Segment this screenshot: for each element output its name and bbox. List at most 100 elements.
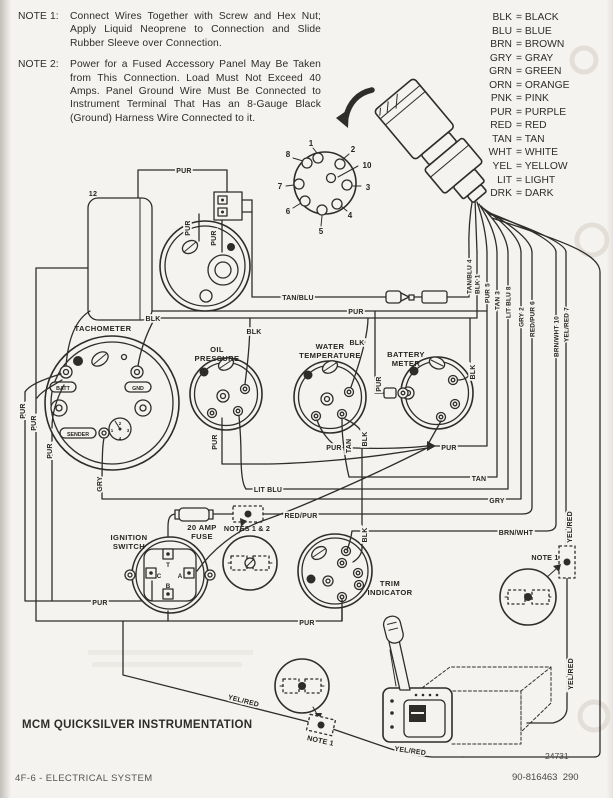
legend-row: WHT= WHITE xyxy=(488,147,559,159)
ignition-terminal-t: T xyxy=(166,562,170,569)
water-title: WATER xyxy=(316,342,345,351)
tachometer-title: TACHOMETER xyxy=(74,324,131,333)
page-caption: MCM QUICKSILVER INSTRUMENTATION xyxy=(22,719,253,731)
battery-title: BATTERY xyxy=(387,350,425,359)
ignition-title2: SWITCH xyxy=(113,542,145,551)
wire-label: PUR xyxy=(176,168,191,175)
oil-title: OIL xyxy=(210,345,224,354)
wire-label: PUR xyxy=(20,403,27,418)
dial-number: 4 xyxy=(119,436,122,441)
legend-row: BLK= BLACK xyxy=(492,12,559,23)
scan-artifacts xyxy=(88,45,611,733)
wire-label: PUR xyxy=(211,230,218,245)
connector-pinout xyxy=(285,147,362,227)
wire-label: PUR xyxy=(92,600,107,607)
sender-terminal-label: SENDER xyxy=(67,432,89,438)
item-number: 12 xyxy=(89,189,97,198)
ignition-terminal-a: A xyxy=(178,573,183,580)
notes-1-2-callout: NOTES 1 & 2 xyxy=(224,524,270,533)
footer-page-id: 4F-6 - ELECTRICAL SYSTEM xyxy=(15,773,153,784)
legend-row: PUR= PURPLE xyxy=(490,106,567,118)
trim-title: TRIM xyxy=(380,579,400,588)
wire-label: YEL/RED xyxy=(227,694,260,708)
legend-row: PNK= PINK xyxy=(490,93,549,105)
oil-pressure-gauge xyxy=(189,357,263,431)
harness-wire-label: BRN/WHT 10 xyxy=(554,316,561,357)
dial-number: 2 xyxy=(119,421,122,426)
gnd-terminal-label: GND xyxy=(132,386,144,392)
dial-number: 1 xyxy=(111,428,114,433)
wire-label: PUR xyxy=(212,434,219,449)
figure-number: 24731 xyxy=(545,751,569,761)
wire-color-legend: BLK= BLACK BLU= BLUE BRN= BROWN GRY= GRA… xyxy=(481,11,570,201)
wire-label: GRY xyxy=(489,498,505,505)
pin-number: 2 xyxy=(351,145,356,154)
dash-cutout xyxy=(417,666,552,745)
battery-meter-gauge xyxy=(383,356,474,430)
pin-number: 4 xyxy=(348,211,353,220)
pin-number: 10 xyxy=(363,161,372,170)
footer-doc-number: 90-816463 290 xyxy=(512,772,579,783)
note1-connector-right xyxy=(545,545,576,579)
wire-label: PUR xyxy=(31,415,38,430)
wire-label: GRY xyxy=(97,476,104,492)
wire-label: PUR xyxy=(326,445,341,452)
wire-label: LIT BLU xyxy=(254,487,282,494)
wire-label: TAN/BLU xyxy=(282,295,314,302)
remote-control xyxy=(382,615,453,743)
wire-label: BLK xyxy=(146,316,161,323)
wire-label: BLK xyxy=(470,365,477,380)
detail-circle-bottom xyxy=(274,658,330,721)
fuse-label: 20 AMP xyxy=(187,523,217,532)
wire-label: BLK xyxy=(350,340,365,347)
batt-terminal-label: BATT xyxy=(56,386,70,392)
wire-label: PUR xyxy=(47,443,54,458)
trim-title2: INDICATOR xyxy=(367,588,412,597)
legend-row: BRN= BROWN xyxy=(490,39,565,51)
legend-row: TAN= TAN xyxy=(492,133,545,145)
legend-row: GRN= GREEN xyxy=(489,66,562,78)
ignition-terminal-c: C xyxy=(157,573,162,580)
wire-label: YEL/RED xyxy=(567,511,574,543)
wire-label: BRN/WHT xyxy=(499,530,534,537)
wire-label: TAN xyxy=(346,439,353,453)
legend-row: YEL= YELLOW xyxy=(492,161,568,173)
legend-row: LIT= LIGHT xyxy=(497,174,556,186)
pin-number: 1 xyxy=(309,139,314,148)
ignition-terminal-b: B xyxy=(166,583,171,590)
harness-wire-label: PUR 5 xyxy=(485,283,492,303)
wire-label: PUR xyxy=(441,445,456,452)
detail-circle-fuse xyxy=(222,535,278,591)
note-1-text: Connect Wires Together with Screw and He… xyxy=(70,11,321,49)
legend-row: BLU= BLUE xyxy=(491,25,552,37)
legend-row: DRK= DARK xyxy=(490,188,554,200)
wire-label: BLK xyxy=(362,432,369,447)
harness-plug xyxy=(374,78,487,203)
orientation-arrow-icon xyxy=(336,87,375,128)
harness-wire-label: RED/PUR 6 xyxy=(530,301,537,337)
pin-number: 3 xyxy=(366,183,371,192)
water-temperature-gauge xyxy=(293,360,367,434)
wire-label: TAN xyxy=(472,476,486,483)
feeder-wires xyxy=(24,213,471,622)
fuse-label2: FUSE xyxy=(191,532,213,541)
pin-number: 7 xyxy=(278,182,283,191)
note-1: NOTE 1: Connect Wires Together with Scre… xyxy=(18,10,321,50)
harness-wire-label: TAN/BLU 4 xyxy=(467,259,474,294)
legend-row: GRY= GRAY xyxy=(489,52,554,64)
harness-wire-label: TAN 3 xyxy=(495,291,502,310)
wire-label: PUR xyxy=(348,309,363,316)
harness-wire-label: GRY 2 xyxy=(519,307,526,327)
legend-row: RED= RED xyxy=(490,120,547,132)
note-1-callout-right: NOTE 1 xyxy=(531,553,558,562)
pin-number: 6 xyxy=(286,207,291,216)
harness-wire-label: YEL/RED 7 xyxy=(564,307,571,342)
note-1-label: NOTE 1: xyxy=(18,11,59,22)
oil-title2: PRESSURE xyxy=(195,354,240,363)
wire-label: PUR xyxy=(185,220,192,235)
wire-label: YEL/RED xyxy=(568,658,575,690)
dial-number: 3 xyxy=(127,428,130,433)
note-2: NOTE 2: Power for a Fused Accessory Pane… xyxy=(18,58,321,125)
pin-number: 8 xyxy=(286,150,291,159)
